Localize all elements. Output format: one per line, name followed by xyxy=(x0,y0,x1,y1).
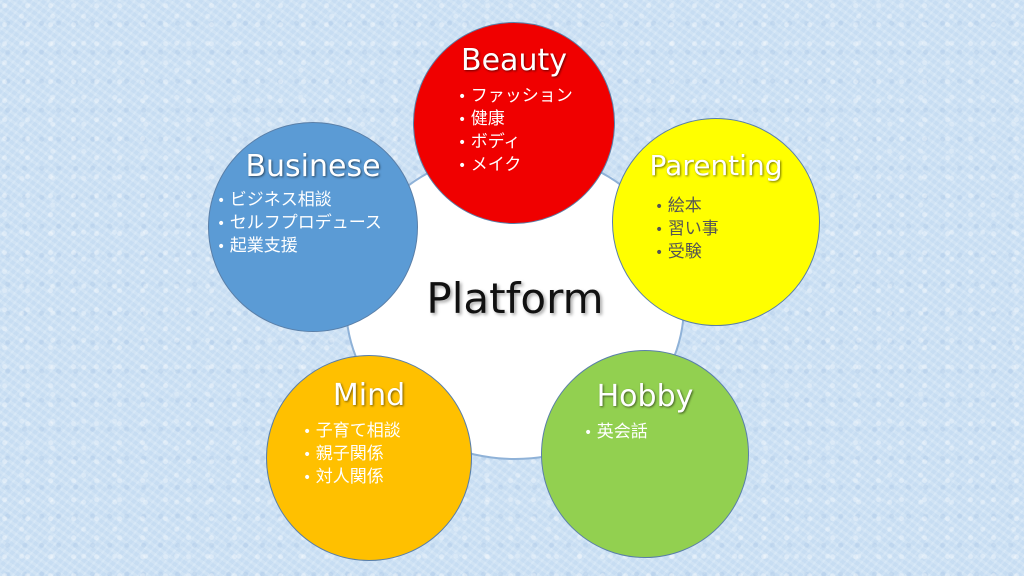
mind-circle: Mind 子育て相談 親子関係 対人関係 xyxy=(266,355,472,561)
list-item: 受験 xyxy=(655,241,719,264)
business-circle: Businese ビジネス相談 セルフプロデュース 起業支援 xyxy=(208,122,418,332)
hobby-title: Hobby xyxy=(596,379,694,414)
mind-title: Mind xyxy=(332,378,406,413)
list-item: セルフプロデュース xyxy=(217,212,382,235)
hobby-circle: Hobby 英会話 xyxy=(541,350,749,558)
list-item: ボディ xyxy=(458,131,573,154)
list-item: 英会話 xyxy=(584,421,648,444)
list-item: ファッション xyxy=(458,85,573,108)
beauty-title: Beauty xyxy=(461,43,567,78)
list-item: 親子関係 xyxy=(303,443,401,466)
list-item: メイク xyxy=(458,154,573,177)
business-items: ビジネス相談 セルフプロデュース 起業支援 xyxy=(217,189,382,258)
list-item: 絵本 xyxy=(655,195,719,218)
beauty-items: ファッション 健康 ボディ メイク xyxy=(458,85,573,177)
list-item: 習い事 xyxy=(655,218,719,241)
list-item: 起業支援 xyxy=(217,235,382,258)
list-item: ビジネス相談 xyxy=(217,189,382,212)
beauty-circle: Beauty ファッション 健康 ボディ メイク xyxy=(413,22,615,224)
list-item: 健康 xyxy=(458,108,573,131)
platform-label: Platform xyxy=(426,274,604,323)
parenting-circle: Parenting 絵本 習い事 受験 xyxy=(612,118,820,326)
list-item: 子育て相談 xyxy=(303,420,401,443)
hobby-items: 英会話 xyxy=(584,421,648,444)
parenting-items: 絵本 習い事 受験 xyxy=(655,195,719,264)
list-item: 対人関係 xyxy=(303,466,401,489)
mind-items: 子育て相談 親子関係 対人関係 xyxy=(303,420,401,489)
business-title: Businese xyxy=(245,149,381,184)
parenting-title: Parenting xyxy=(649,149,783,182)
